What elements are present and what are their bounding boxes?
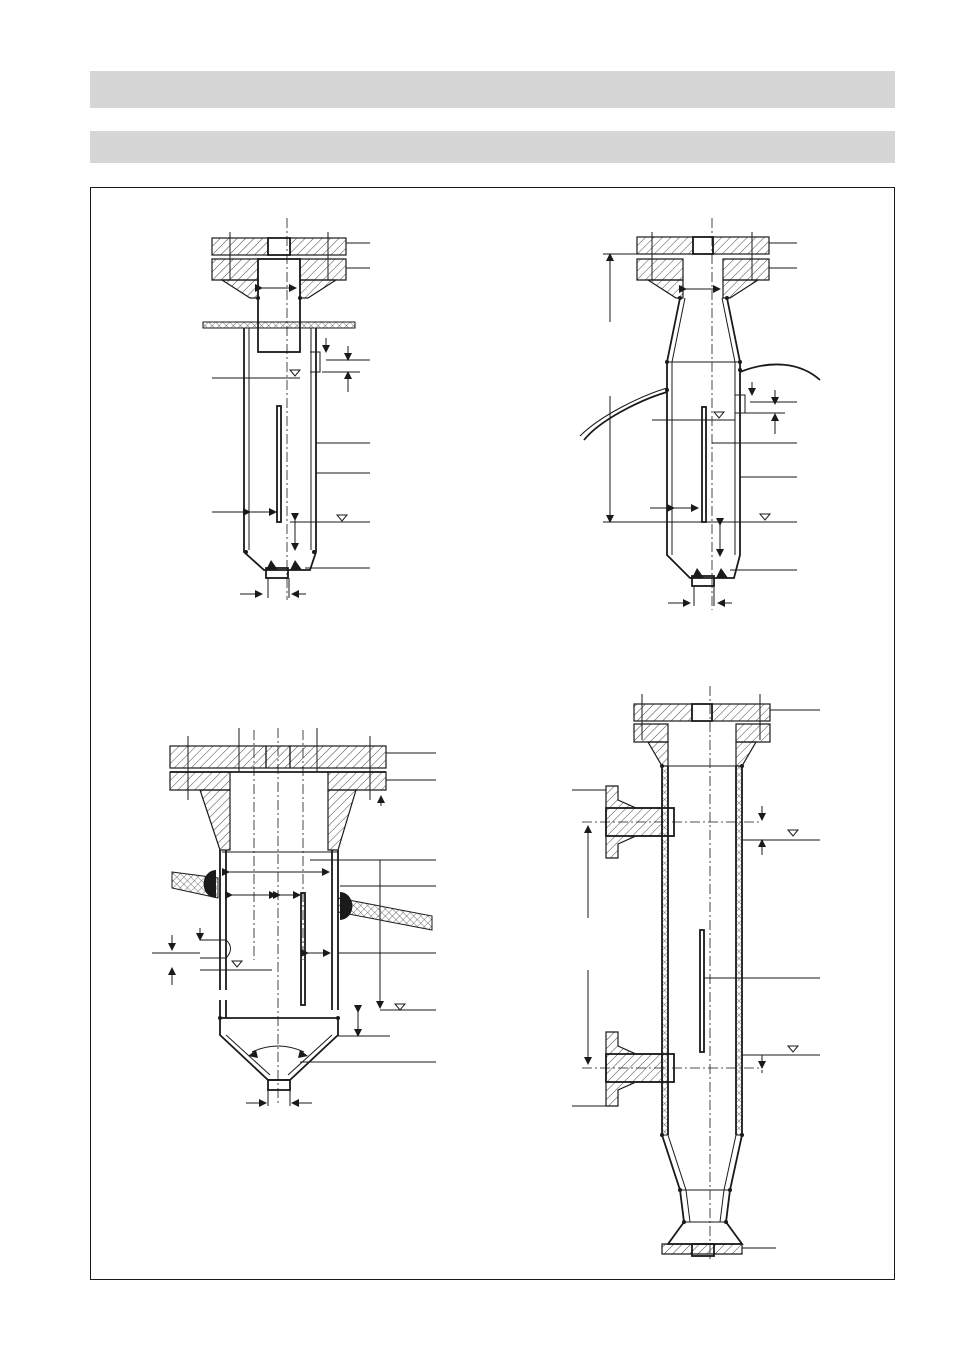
level-symbol-icon [288, 369, 302, 377]
drawing-bottom-left [152, 728, 436, 1107]
drawing-top-left [202, 218, 370, 600]
level-symbol-icon [786, 1045, 800, 1053]
level-symbol-icon [393, 1003, 407, 1011]
drawing-frame [90, 187, 895, 1280]
level-symbol-icon [712, 411, 726, 419]
drawing-bottom-right [572, 686, 820, 1262]
level-symbol-icon [335, 514, 349, 522]
flange-top-right-part [289, 237, 347, 256]
level-symbol-icon [786, 829, 800, 837]
header-bar-bottom [90, 131, 895, 163]
drawing-top-right [579, 218, 821, 610]
level-symbol-icon [230, 960, 244, 968]
header-bar-top [90, 71, 895, 108]
flange-top-left-part [211, 237, 269, 256]
level-symbol-icon [758, 513, 772, 521]
